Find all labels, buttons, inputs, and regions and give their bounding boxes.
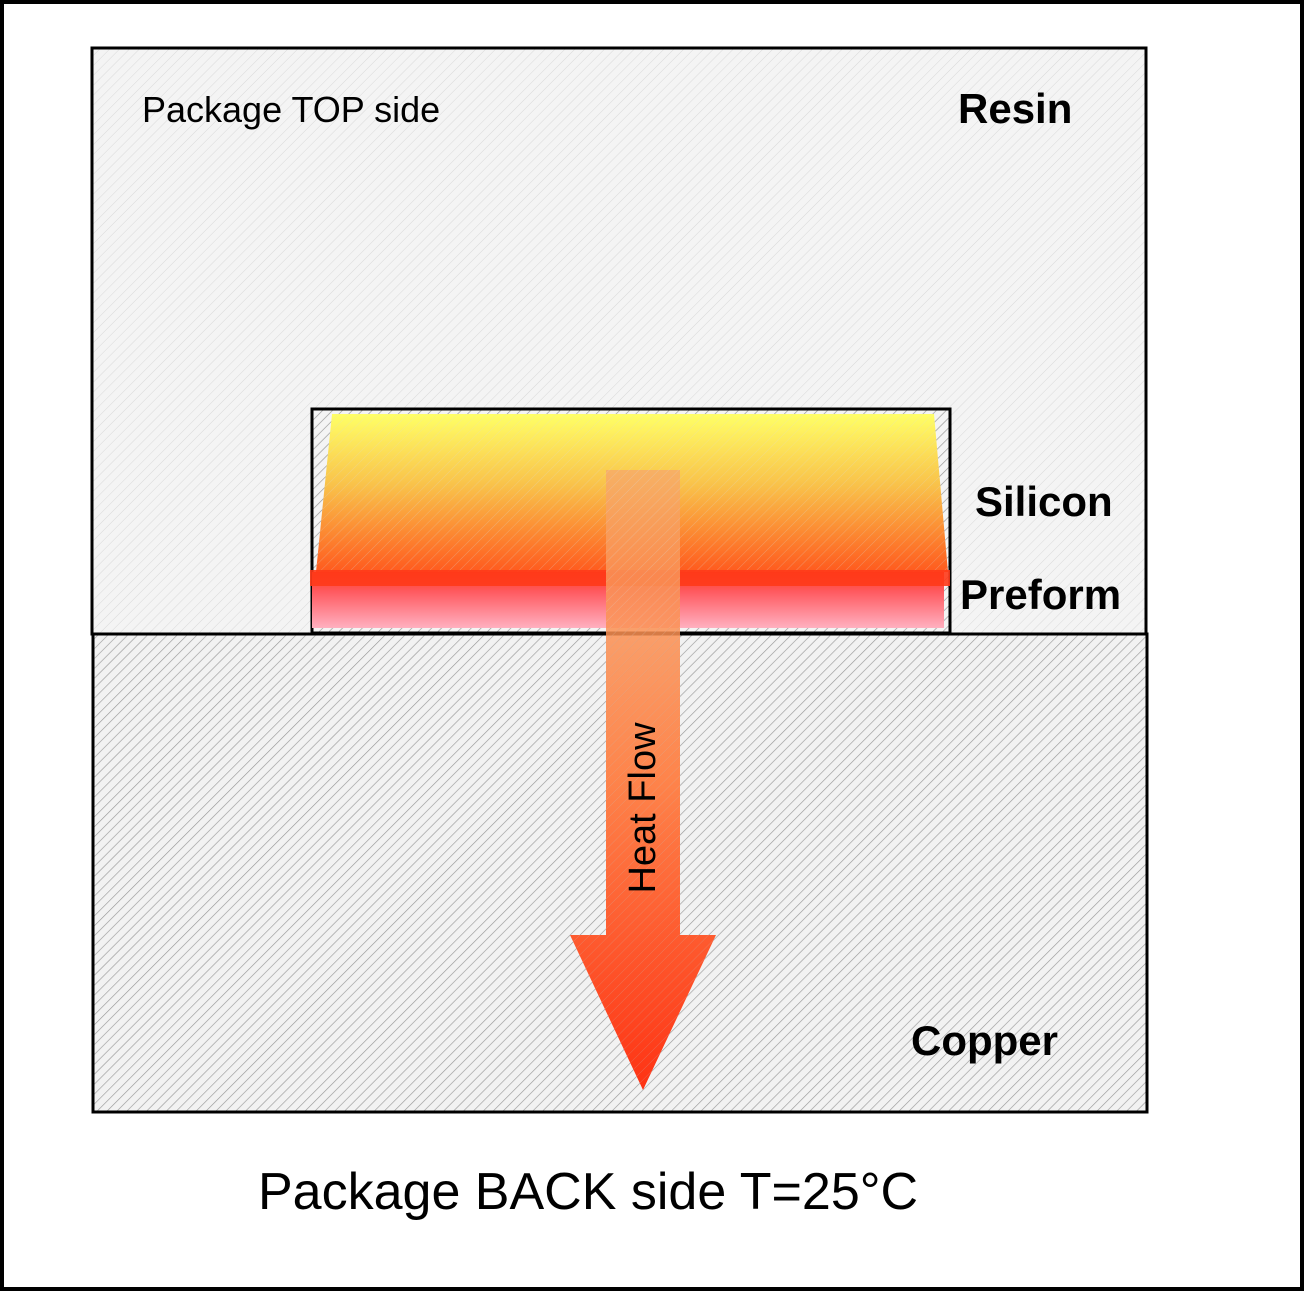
silicon-label: Silicon [975,478,1113,525]
resin-label: Resin [958,85,1073,132]
package-back-side-label: Package BACK side T=25°C [258,1163,919,1221]
heat-flow-label: Heat Flow [622,722,664,894]
copper-label: Copper [911,1017,1058,1064]
heat-flow-arrow [570,470,716,1090]
package-top-side-label: Package TOP side [142,89,441,130]
preform-label: Preform [960,571,1122,618]
